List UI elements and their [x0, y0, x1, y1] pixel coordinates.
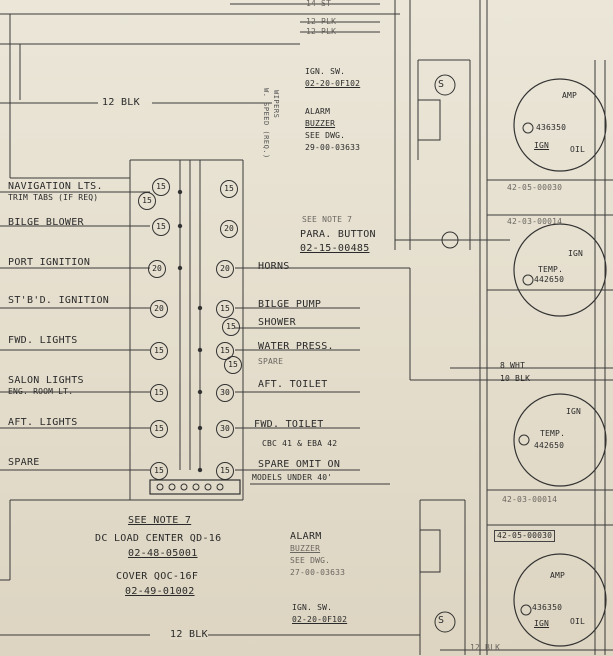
breaker-port-ign: 20 — [148, 260, 166, 278]
breaker-horns: 20 — [216, 260, 234, 278]
circuit-bilge-pump: BILGE PUMP — [258, 299, 322, 310]
gauge1-part: 436350 — [536, 123, 567, 132]
breaker-bilge-pump: 15 — [216, 300, 234, 318]
alarm-top-title: ALARM — [305, 107, 331, 116]
breaker-aft-toilet: 30 — [216, 384, 234, 402]
wire-label-12blk-bottom: 12 BLK — [170, 629, 208, 640]
circuit-aft-toilet: AFT. TOILET — [258, 379, 328, 390]
circuit-salon-lights: SALON LIGHTS — [8, 375, 84, 386]
circuit-bilge-blower: BILGE BLOWER — [8, 217, 84, 228]
para-note: SEE NOTE 7 — [302, 215, 353, 224]
ign-switch-top-part: 02-20-0F102 — [305, 79, 361, 88]
gauge-3 — [513, 393, 607, 487]
alarm-bottom-dwg: 27-00-03633 — [290, 568, 346, 577]
breaker-stbd-ign: 20 — [150, 300, 168, 318]
gauge2-part: 442650 — [534, 275, 565, 284]
relay-top — [417, 99, 441, 141]
circuit-fwd-lights: FWD. LIGHTS — [8, 335, 78, 346]
circuit-spare-omit: SPARE OMIT ON — [258, 459, 341, 470]
circuit-shower: SHOWER — [258, 317, 296, 328]
wire-label-12blk-top: 12 BLK — [102, 97, 140, 108]
gauge2-top: IGN — [568, 249, 584, 258]
gauge4-top: AMP — [550, 571, 566, 580]
gauge4-bottom2: OIL — [570, 617, 586, 626]
alarm-bottom-title: ALARM — [290, 531, 322, 542]
circuit-spare-left: SPARE — [8, 457, 40, 468]
breaker-r1: 15 — [220, 180, 238, 198]
breaker-r2: 20 — [220, 220, 238, 238]
breaker-spare-omit: 15 — [216, 462, 234, 480]
gauge2-ref: 42-03-00014 — [507, 217, 563, 226]
ign-switch-bottom-part: 02-20-0F102 — [292, 615, 348, 624]
alarm-top-sub: BUZZER — [305, 119, 336, 128]
breaker-bilge-blower: 15 — [152, 218, 170, 236]
gauge1-bottom: IGN — [534, 141, 550, 150]
circuit-spare-right: SPARE — [258, 357, 284, 366]
gauge1-top: AMP — [562, 91, 578, 100]
para-title: PARA. BUTTON — [300, 229, 376, 240]
relay-bottom — [419, 529, 441, 573]
ign-switch-bottom-symbol — [434, 611, 456, 633]
gauge-2 — [513, 223, 607, 317]
breaker-fwd-lights: 15 — [150, 342, 168, 360]
wire-label-top3: 12 PLK — [306, 27, 337, 36]
wire-label-10blk: 10 BLK — [500, 374, 531, 383]
switch-mark-top: S — [438, 79, 445, 90]
load-center-title: DC LOAD CENTER QD-16 — [95, 533, 222, 544]
wire-label-12blk-br: 12 BLK — [470, 643, 501, 652]
ign-switch-top-symbol — [434, 74, 456, 96]
gauge4-part: 436350 — [532, 603, 563, 612]
breaker-spare-left: 15 — [150, 462, 168, 480]
gauge4-ref: 42-05-00030 — [494, 530, 556, 542]
alarm-top-dwg: 29-00-03633 — [305, 143, 361, 152]
circuit-models-under: MODELS UNDER 40' — [252, 473, 333, 482]
gauge1-ref: 42-05-00030 — [507, 183, 563, 192]
alarm-bottom-sub: BUZZER — [290, 544, 321, 553]
breaker-fwd-toilet: 30 — [216, 420, 234, 438]
load-center-part: 02-48-05001 — [128, 548, 198, 559]
wire-label-top1: 14 ST — [306, 0, 332, 8]
alarm-top-see: SEE DWG. — [305, 131, 346, 140]
side-label-speed: W. SPEED (REQ.) — [262, 88, 270, 159]
para-part: 02-15-00485 — [300, 243, 370, 254]
circuit-aft-lights: AFT. LIGHTS — [8, 417, 78, 428]
load-center-cover-part: 02-49-01002 — [125, 586, 195, 597]
gauge3-part: 442650 — [534, 441, 565, 450]
circuit-water-press: WATER PRESS. — [258, 341, 334, 352]
load-center-note: SEE NOTE 7 — [128, 515, 192, 526]
breaker-aft-lights: 15 — [150, 420, 168, 438]
gauge4-bottom: IGN — [534, 619, 550, 628]
circuit-fwd-toilet: FWD. TOILET — [254, 419, 324, 430]
breaker-nav: 15 — [152, 178, 170, 196]
alarm-bottom-see: SEE DWG. — [290, 556, 331, 565]
gauge2-bottom: TEMP. — [538, 265, 564, 274]
circuit-cbc: CBC 41 & EBA 42 — [262, 439, 338, 448]
gauge3-ref: 42-03-00014 — [502, 495, 558, 504]
side-label-wipers: WIPERS — [272, 90, 280, 119]
terminal-strip — [149, 479, 241, 495]
circuit-horns: HORNS — [258, 261, 290, 272]
wire-label-8wht: 8 WHT — [500, 361, 526, 370]
gauge-1 — [513, 78, 607, 172]
gauge-4 — [513, 553, 607, 647]
circuit-eng-room-lt: ENG. ROOM LT. — [8, 387, 74, 396]
circuit-stbd-ignition: ST'B'D. IGNITION — [8, 295, 110, 306]
breaker-salon: 15 — [150, 384, 168, 402]
switch-mark-bottom: S — [438, 615, 445, 626]
gauge3-bottom: TEMP. — [540, 429, 566, 438]
breaker-trim: 15 — [138, 192, 156, 210]
load-center-cover: COVER QOC-16F — [116, 571, 199, 582]
breaker-spare-r: 15 — [224, 356, 242, 374]
wire-label-top2: 12 PLK — [306, 17, 337, 26]
circuit-port-ignition: PORT IGNITION — [8, 257, 91, 268]
gauge3-top: IGN — [566, 407, 582, 416]
circuit-trim-tabs: TRIM TABS (IF REQ) — [8, 193, 99, 202]
circuit-navigation-lts: NAVIGATION LTS. — [8, 181, 103, 192]
breaker-shower: 15 — [222, 318, 240, 336]
ign-switch-top-title: IGN. SW. — [305, 67, 346, 76]
gauge1-bottom2: OIL — [570, 145, 586, 154]
ign-switch-bottom-title: IGN. SW. — [292, 603, 333, 612]
